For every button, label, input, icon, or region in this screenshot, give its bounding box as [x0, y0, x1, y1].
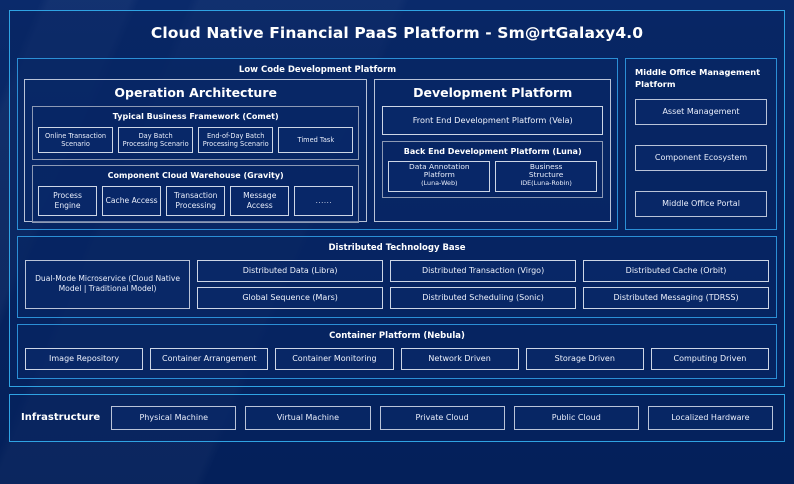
low-code-platform-panel: Low Code Development Platform Operation … — [17, 57, 618, 230]
distributed-item-messaging-tdrss[interactable]: Distributed Messaging (TDRSS) — [583, 286, 770, 309]
operation-architecture-panel: Operation Architecture Typical Business … — [24, 78, 368, 223]
operation-architecture-title: Operation Architecture — [114, 84, 277, 100]
container-item-container-arrangement[interactable]: Container Arrangement — [150, 348, 269, 371]
back-end-development-title: Back End Development Platform (Luna) — [403, 146, 582, 156]
distributed-item-data-libra[interactable]: Distributed Data (Libra) — [197, 259, 384, 282]
infrastructure-item-physical-machine[interactable]: Physical Machine — [111, 406, 237, 431]
back-end-item-business-structure-ide[interactable]: Business Structure IDE(Luna-Robin) — [495, 160, 598, 192]
back-end-development-group: Back End Development Platform (Luna) Dat… — [382, 140, 603, 198]
comet-group-title: Typical Business Framework (Comet) — [112, 112, 279, 122]
business-structure-line2: Structure — [528, 170, 564, 180]
distributed-item-transaction-virgo[interactable]: Distributed Transaction (Virgo) — [390, 259, 577, 282]
data-annotation-line3: (Luna-Web) — [421, 179, 458, 188]
container-item-image-repository[interactable]: Image Repository — [25, 348, 144, 371]
data-annotation-line1: Data Annotation — [409, 161, 470, 171]
infrastructure-item-localized-hardware[interactable]: Localized Hardware — [647, 406, 773, 431]
distributed-item-global-sequence-mars[interactable]: Global Sequence (Mars) — [197, 286, 384, 309]
comet-group: Typical Business Framework (Comet) Onlin… — [32, 106, 360, 161]
gravity-group-title: Component Cloud Warehouse (Gravity) — [107, 171, 284, 181]
low-code-platform-title: Low Code Development Platform — [238, 64, 397, 75]
middle-office-list: Asset Management Component Ecosystem Mid… — [635, 98, 767, 220]
gravity-chip-row: Process Engine Cache Access Transaction … — [38, 185, 354, 216]
infrastructure-item-private-cloud[interactable]: Private Cloud — [379, 406, 505, 431]
page-title: Cloud Native Financial PaaS Platform - S… — [150, 24, 644, 42]
container-item-computing-driven[interactable]: Computing Driven — [650, 348, 770, 371]
middle-office-item-portal[interactable]: Middle Office Portal — [635, 190, 767, 217]
comet-item-day-batch[interactable]: Day Batch Processing Scenario — [118, 127, 194, 154]
development-platform-panel: Development Platform Front End Developme… — [374, 78, 611, 222]
distributed-item-cache-orbit[interactable]: Distributed Cache (Orbit) — [583, 259, 770, 282]
distributed-item-scheduling-sonic[interactable]: Distributed Scheduling (Sonic) — [390, 286, 577, 309]
back-end-item-data-annotation[interactable]: Data Annotation Platform (Luna-Web) — [388, 160, 491, 192]
comet-item-end-of-day-batch[interactable]: End-of-Day Batch Processing Scenario — [198, 127, 274, 154]
middle-office-panel: Middle Office Management Platform Asset … — [625, 57, 777, 230]
comet-chip-row: Online Transaction Scenario Day Batch Pr… — [38, 127, 354, 154]
low-code-columns: Operation Architecture Typical Business … — [24, 78, 611, 223]
distributed-technology-base-panel: Distributed Technology Base Dual-Mode Mi… — [17, 235, 777, 318]
gravity-group: Component Cloud Warehouse (Gravity) Proc… — [32, 165, 360, 223]
comet-item-online-transaction[interactable]: Online Transaction Scenario — [38, 127, 114, 154]
distributed-column-1: Distributed Data (Libra) Global Sequence… — [197, 259, 384, 309]
distributed-technology-base-title: Distributed Technology Base — [328, 242, 466, 253]
development-platform-title: Development Platform — [413, 84, 573, 100]
container-platform-title: Container Platform (Nebula) — [329, 330, 465, 341]
front-end-development-platform[interactable]: Front End Development Platform (Vela) — [382, 106, 603, 135]
infrastructure-label: Infrastructure — [21, 412, 101, 424]
comet-item-timed-task[interactable]: Timed Task — [278, 127, 354, 154]
infrastructure-item-virtual-machine[interactable]: Virtual Machine — [245, 406, 371, 431]
gravity-item-process-engine[interactable]: Process Engine — [38, 185, 98, 216]
gravity-item-cache-access[interactable]: Cache Access — [102, 185, 162, 216]
distributed-technology-base-body: Dual-Mode Microservice (Cloud Native Mod… — [25, 259, 770, 309]
dual-mode-microservice-box[interactable]: Dual-Mode Microservice (Cloud Native Mod… — [25, 259, 191, 309]
container-item-network-driven[interactable]: Network Driven — [400, 348, 519, 371]
middle-office-item-component-ecosystem[interactable]: Component Ecosystem — [635, 144, 767, 171]
distributed-column-2: Distributed Transaction (Virgo) Distribu… — [390, 259, 577, 309]
container-item-storage-driven[interactable]: Storage Driven — [525, 348, 644, 371]
platform-shell: Cloud Native Financial PaaS Platform - S… — [9, 10, 785, 388]
distributed-column-3: Distributed Cache (Orbit) Distributed Me… — [583, 259, 770, 309]
business-structure-line1: Business — [529, 161, 563, 171]
container-platform-row: Image Repository Container Arrangement C… — [25, 348, 770, 371]
container-platform-panel: Container Platform (Nebula) Image Reposi… — [17, 323, 777, 380]
top-row: Low Code Development Platform Operation … — [17, 57, 777, 230]
container-item-container-monitoring[interactable]: Container Monitoring — [275, 348, 394, 371]
infrastructure-item-public-cloud[interactable]: Public Cloud — [513, 406, 639, 431]
middle-office-item-asset-management[interactable]: Asset Management — [635, 98, 767, 125]
middle-office-title: Middle Office Management Platform — [635, 66, 761, 89]
gravity-item-message-access[interactable]: Message Access — [230, 185, 290, 216]
gravity-item-more[interactable]: ...... — [294, 185, 354, 216]
data-annotation-line2: Platform — [423, 170, 455, 180]
gravity-item-transaction-processing[interactable]: Transaction Processing — [166, 185, 226, 216]
back-end-chip-row: Data Annotation Platform (Luna-Web) Busi… — [388, 160, 598, 192]
infrastructure-panel: Infrastructure Physical Machine Virtual … — [9, 394, 785, 443]
business-structure-line3: IDE(Luna-Robin) — [520, 179, 572, 188]
